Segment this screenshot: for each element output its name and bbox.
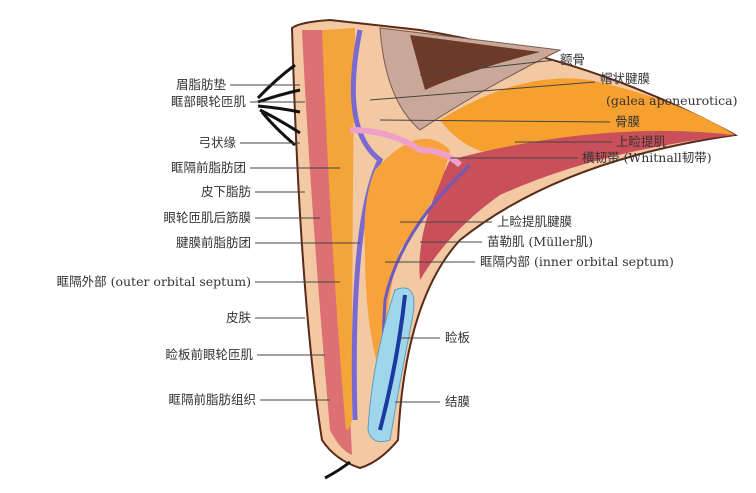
label-galea: 帽状腱膜	[600, 71, 651, 86]
label-preseptal-fat-pad: 眶隔前脂肪团	[170, 160, 246, 175]
label-orbital-orbicularis: 眶部眼轮匝肌	[170, 94, 246, 109]
label-outer-orbital-septum: 眶隔外部 (outer orbital septum)	[56, 274, 251, 289]
brow-hairs	[256, 63, 301, 147]
label-post-orbicularis-fascia: 眼轮匝肌后筋膜	[163, 210, 251, 225]
label-tarsus: 睑板	[445, 330, 471, 345]
preseptal-fat	[322, 28, 355, 430]
label-arcus-marginalis: 弓状缘	[198, 135, 236, 150]
label-periosteum: 骨膜	[615, 114, 641, 129]
septum-line	[350, 29, 384, 421]
label-muller: 苗勒肌 (Müller肌)	[487, 234, 593, 249]
label-levator-aponeurosis: 上睑提肌腱膜	[497, 214, 573, 229]
levator-muscle	[419, 130, 735, 280]
label-conjunctiva: 结膜	[445, 394, 471, 409]
label-subcutaneous-fat: 皮下脂肪	[200, 184, 251, 199]
label-galea-en: (galea aponeurotica)	[606, 93, 738, 108]
whitnall-ligament	[349, 127, 463, 168]
tarsal-glands	[378, 294, 407, 431]
leader-lines	[230, 59, 612, 403]
upper-fat-pad	[440, 78, 735, 156]
label-brow-fat-pad: 眉脂肪垫	[175, 77, 226, 92]
eyelash	[324, 460, 351, 480]
label-preaponeurotic-fat: 腱膜前脂肪团	[175, 235, 251, 250]
label-levator: 上睑提肌	[616, 134, 667, 149]
label-frontal-bone: 额骨	[560, 52, 586, 67]
label-inner-orbital-septum: 眶隔内部 (inner orbital septum)	[480, 254, 674, 269]
frontal-bone-dark	[410, 35, 540, 90]
label-whitnall: 横韧带 (Whitnall韧带)	[582, 150, 712, 165]
label-skin: 皮肤	[225, 310, 251, 325]
label-pretarsal-orbicularis: 睑板前眼轮匝肌	[165, 347, 253, 362]
label-preseptal-fat-tissue: 眶隔前脂肪组织	[168, 392, 256, 407]
